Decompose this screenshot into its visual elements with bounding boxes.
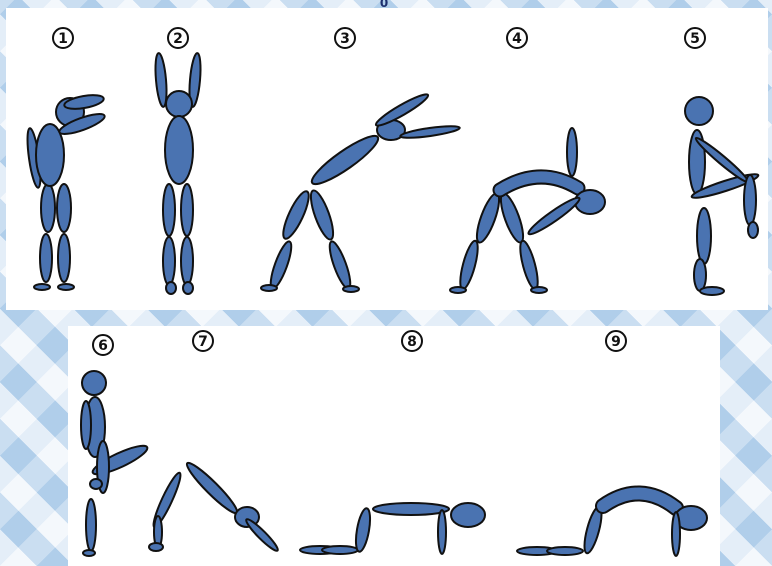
pose-2-figure xyxy=(154,53,203,294)
number-marker-7: 7 xyxy=(193,331,213,351)
pose-6-figure xyxy=(81,371,150,556)
pose-8-figure xyxy=(300,503,485,554)
number-label-3: 3 xyxy=(340,31,350,47)
number-marker-2: 2 xyxy=(168,28,188,48)
pose-4-figure xyxy=(450,128,605,293)
pose-1-figure xyxy=(25,93,107,290)
number-marker-1: 1 xyxy=(53,28,73,48)
number-label-8: 8 xyxy=(407,334,417,350)
number-label-1: 1 xyxy=(58,31,68,47)
number-label-9: 9 xyxy=(611,334,621,350)
pose-3-figure xyxy=(261,91,460,292)
number-marker-5: 5 xyxy=(685,28,705,48)
number-label-6: 6 xyxy=(98,338,108,354)
number-label-5: 5 xyxy=(690,31,700,47)
number-marker-8: 8 xyxy=(402,331,422,351)
number-label-7: 7 xyxy=(198,334,208,350)
number-marker-4: 4 xyxy=(507,28,527,48)
pose-9-figure xyxy=(517,493,707,556)
number-label-2: 2 xyxy=(173,31,183,47)
number-marker-6: 6 xyxy=(93,335,113,355)
pose-7-figure xyxy=(149,459,280,553)
number-marker-3: 3 xyxy=(335,28,355,48)
number-label-4: 4 xyxy=(512,31,522,47)
number-marker-9: 9 xyxy=(606,331,626,351)
pose-5-figure xyxy=(685,97,760,295)
